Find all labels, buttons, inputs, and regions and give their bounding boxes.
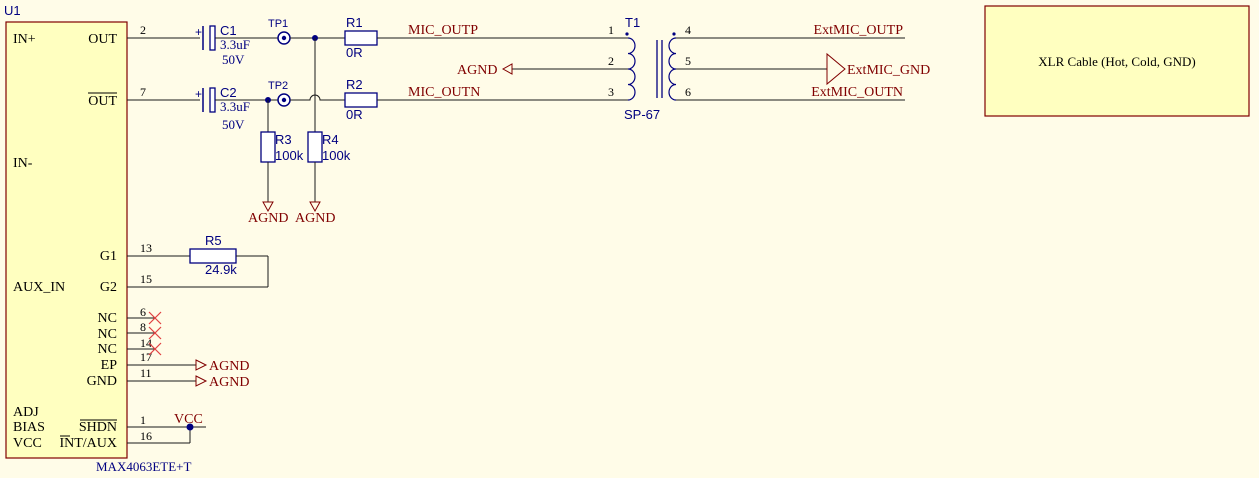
r3-value: 100k [275, 148, 304, 163]
t1-part: SP-67 [624, 107, 660, 122]
agnd-arrow-ct [501, 63, 513, 75]
pin-number: 17 [140, 350, 152, 364]
t1-pin-number: 1 [608, 23, 614, 37]
pin-nc-label: NC [98, 342, 117, 357]
pin-number: 14 [140, 336, 152, 350]
tp2-test-point[interactable] [277, 93, 291, 107]
pin-int-aux-label: INT/AUX [59, 436, 117, 451]
pin-number: 2 [140, 23, 146, 37]
r2-resistor[interactable] [344, 92, 378, 108]
pin-g2-label: G2 [100, 280, 117, 295]
pin-g1-label: G1 [100, 249, 117, 264]
r1-resistor[interactable] [344, 30, 378, 46]
c2-capacitor[interactable] [202, 87, 216, 113]
r4-value: 100k [322, 148, 351, 163]
r4-designator: R4 [322, 132, 339, 147]
vcc-net-label: VCC [174, 412, 203, 427]
r3-resistor[interactable] [260, 131, 276, 163]
c2-designator: C2 [220, 85, 237, 100]
c1-designator: C1 [220, 23, 237, 38]
u1-amplifier[interactable]: U1 MAX4063ETE+T IN+ IN- AUX_IN ADJ BIAS … [4, 3, 191, 474]
pin-aux-in-label: AUX_IN [13, 280, 65, 295]
r4-resistor[interactable] [307, 131, 323, 163]
pin-number: 8 [140, 320, 146, 334]
pin-nc-label: NC [98, 311, 117, 326]
r2-value: 0R [346, 107, 363, 122]
t1-transformer[interactable] [625, 32, 677, 101]
u1-pin-wires [127, 37, 268, 444]
xlr-note-box [984, 5, 1250, 117]
pin-number: 15 [140, 272, 152, 286]
pin-out-bar-label: OUT [88, 94, 117, 109]
u1-designator: U1 [4, 3, 21, 18]
pin-gnd-label: GND [87, 374, 117, 389]
pin-adj-label: ADJ [13, 405, 39, 420]
pin-number: 13 [140, 241, 152, 255]
c1-voltage: 50V [222, 52, 245, 67]
c1-capacitor[interactable] [202, 25, 216, 51]
pin-in-minus-label: IN- [13, 156, 33, 171]
pin-number: 7 [140, 85, 146, 99]
pin-bias-label: BIAS [13, 420, 45, 435]
r3-designator: R3 [275, 132, 292, 147]
r1-value: 0R [346, 45, 363, 60]
u1-part-number: MAX4063ETE+T [96, 459, 191, 474]
mic-outn-net-label: MIC_OUTN [408, 85, 480, 100]
agnd-arrow-ep [195, 359, 208, 371]
c1-plus: + [195, 25, 202, 39]
pin-vcc-label: VCC [13, 436, 42, 451]
agnd-arrow-gnd [195, 375, 208, 387]
c2-value: 3.3uF [220, 99, 250, 114]
c2-voltage: 50V [222, 117, 245, 132]
pin-nc-label: NC [98, 327, 117, 342]
vcc-net [186, 423, 206, 443]
agnd-arrow-r4 [309, 201, 321, 213]
ext-gnd-net-label: ExtMIC_GND [847, 63, 930, 78]
pin-number: 1 [140, 413, 146, 427]
pin-in-plus-label: IN+ [13, 32, 36, 47]
agnd-net-label: AGND [295, 211, 335, 226]
t1-pin-number: 6 [685, 85, 691, 99]
pin-shdn-label: SHDN [79, 420, 117, 435]
agnd-net-label: AGND [209, 359, 249, 374]
tp2-label: TP2 [268, 80, 288, 92]
ext-gnd-port [826, 52, 846, 86]
no-connect-markers [148, 311, 162, 356]
r2-designator: R2 [346, 77, 363, 92]
pin-number: 11 [140, 366, 152, 380]
agnd-net-label: AGND [457, 63, 497, 78]
mic-outp-net-label: MIC_OUTP [408, 23, 478, 38]
pin-out-label: OUT [88, 32, 117, 47]
r1-designator: R1 [346, 15, 363, 30]
t1-pin-number: 2 [608, 54, 614, 68]
r5-resistor[interactable] [189, 248, 237, 264]
r5-value: 24.9k [205, 262, 237, 277]
r5-designator: R5 [205, 233, 222, 248]
agnd-net-label: AGND [248, 211, 288, 226]
t1-designator: T1 [625, 15, 640, 30]
xlr-note-text: XLR Cable (Hot, Cold, GND) [1038, 54, 1195, 69]
agnd-net-label: AGND [209, 375, 249, 390]
tp1-test-point[interactable] [277, 31, 291, 45]
agnd-arrow-r3 [262, 201, 274, 213]
ext-outn-net-label: ExtMIC_OUTN [811, 85, 903, 100]
tp1-label: TP1 [268, 18, 288, 30]
pin-number: 6 [140, 305, 146, 319]
t1-pin-number: 5 [685, 54, 691, 68]
pin-number: 16 [140, 429, 152, 443]
t1-pin-number: 3 [608, 85, 614, 99]
c1-value: 3.3uF [220, 37, 250, 52]
ext-outp-net-label: ExtMIC_OUTP [814, 23, 904, 38]
t1-pin-number: 4 [685, 23, 691, 37]
c2-plus: + [195, 87, 202, 101]
pin-ep-label: EP [101, 358, 118, 373]
